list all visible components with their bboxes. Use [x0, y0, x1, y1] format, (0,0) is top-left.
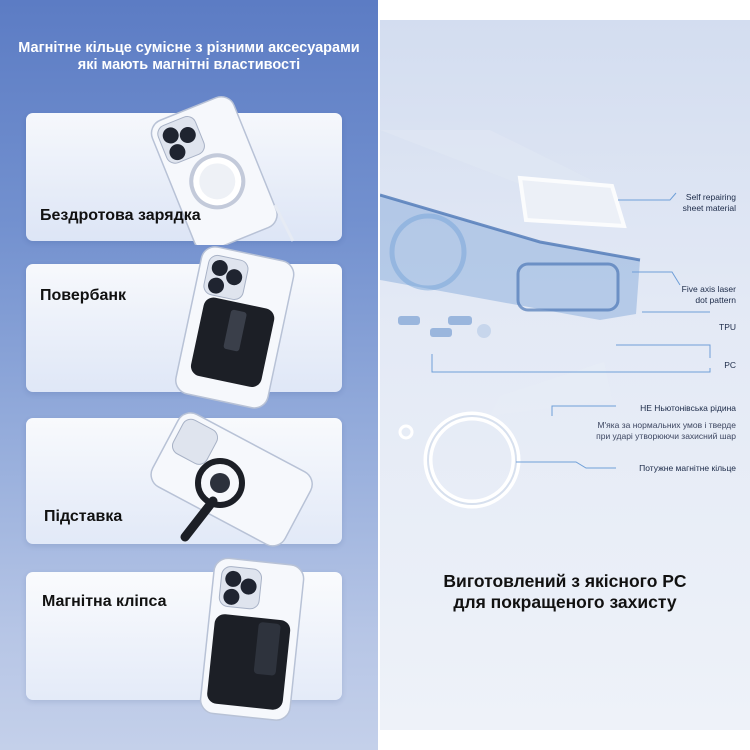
five-axis-callout-line1: Five axis laser	[681, 284, 736, 294]
material-tagline-line2: для покращеного захисту	[453, 592, 677, 612]
non-newtonian-callout-title: НЕ Ньютонівська рідина	[640, 403, 736, 413]
power-bank-label: Повербанк	[40, 287, 127, 304]
clear-pc-case-shape	[490, 362, 612, 416]
accessories-panel: Магнітне кільце сумісне з різними аксесу…	[0, 0, 378, 750]
phone-with-magnetic-clip-image	[199, 557, 305, 721]
non-newtonian-description-line1: М'яка за нормальних умов і тверде	[597, 420, 736, 430]
exploded-case-diagram	[380, 130, 711, 509]
callout-lines	[431, 192, 711, 469]
materials-panel: Self repairing sheet material Five axis …	[380, 20, 750, 730]
non-newtonian-description-line2: при ударі утворюючи захисний шар	[596, 430, 736, 441]
phone-with-power-bank-image	[175, 246, 295, 409]
tpu-callout: TPU	[719, 322, 736, 332]
self-repairing-layer-shape	[517, 175, 627, 229]
phone-with-ring-stand-image	[150, 412, 313, 547]
self-repairing-callout-line2: sheet material	[682, 202, 736, 213]
blue-case-shape	[380, 195, 640, 320]
magnetic-ring-callout: Потужне магнітне кільце	[639, 463, 736, 473]
non-newtonian-callout-description: М'яка за нормальних умов і тверде при уд…	[596, 420, 736, 441]
five-axis-laser-callout: Five axis laser dot pattern	[682, 284, 736, 305]
stand-label: Підставка	[44, 508, 123, 525]
magnetic-clip-label: Магнітна кліпса	[42, 593, 167, 610]
material-tagline: Виготовлений з якісного PC для покращено…	[380, 571, 750, 613]
accessories-heading-line1: Магнітне кільце сумісне з різними аксесу…	[18, 40, 360, 56]
self-repairing-callout-line1: Self repairing	[685, 192, 736, 202]
accessories-heading: Магнітне кільце сумісне з різними аксесу…	[0, 40, 378, 74]
pc-callout: PC	[724, 360, 736, 370]
material-tagline-line1: Виготовлений з якісного PC	[443, 571, 687, 591]
five-axis-callout-line2: dot pattern	[695, 294, 736, 305]
self-repairing-callout: Self repairing sheet material	[683, 192, 736, 213]
wireless-charging-label: Бездротова зарядка	[40, 207, 201, 224]
phone-with-wireless-charger-image	[150, 96, 295, 245]
accessories-heading-line2: які мають магнітні властивості	[77, 57, 301, 73]
